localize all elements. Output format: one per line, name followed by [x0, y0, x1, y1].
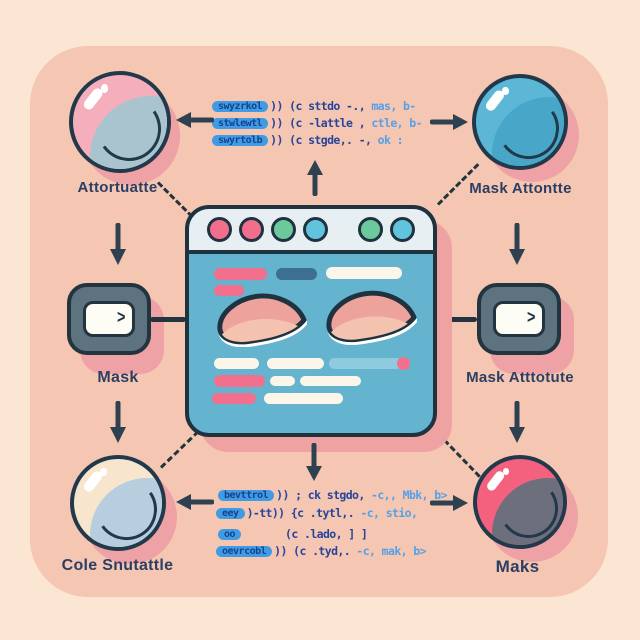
label-top-left: Attortuatte — [77, 179, 158, 196]
code-line: eey)-tt)) {c .tytl,. -c, stio, — [216, 506, 418, 520]
arrow-down-icon — [509, 223, 525, 265]
label-bottom-right: Maks — [495, 557, 540, 576]
arrow-right-icon — [430, 495, 468, 511]
content-bar — [214, 358, 259, 369]
label-mid-right: Mask Atttotute — [466, 369, 574, 386]
traffic-light-icon — [239, 217, 264, 242]
content-bar — [212, 393, 256, 404]
code-token: swyzrkol — [212, 100, 269, 112]
label-bottom-left: Cole Snutattle — [61, 557, 174, 574]
label-top-right: Mask Attontte — [469, 180, 572, 197]
mask-eye-left-icon — [217, 293, 307, 347]
code-text: -c,, Mbk, b> — [364, 488, 448, 502]
code-text: )) ; ck stgdo, — [276, 488, 365, 502]
mask-attribute-toggle-button: > — [477, 283, 561, 355]
sphere-shine-dot — [100, 467, 107, 476]
code-text: (c .lado, ] ] — [285, 527, 368, 541]
toggle-slot: > — [493, 301, 545, 337]
code-text: mas, b- — [365, 99, 416, 113]
code-line: oo (c .lado, ] ] — [218, 527, 368, 541]
arrow-up-icon — [307, 160, 323, 196]
code-line: stwlewtl)) (c -lattle , ctle, b- — [212, 116, 423, 130]
chevron-right-icon: > — [527, 307, 536, 327]
arrow-down-icon — [110, 401, 126, 443]
sphere-shine-dot — [502, 86, 509, 95]
content-bar — [214, 375, 265, 387]
sphere-shine-dot — [502, 467, 509, 476]
arrow-down-icon — [509, 401, 525, 443]
mask-eye-right-icon — [326, 290, 417, 345]
arrow-right-icon — [430, 114, 468, 130]
code-line: bevttrol)) ; ck stgdo, -c,, Mbk, b> — [218, 488, 448, 502]
content-bar — [329, 358, 402, 369]
code-text: )) (c -lattle , — [270, 116, 366, 130]
maks-sphere-icon — [473, 455, 567, 549]
traffic-light-icon — [358, 217, 383, 242]
code-line: swyzrkol)) (c sttdo -., mas, b- — [212, 99, 416, 113]
code-text: ok : — [371, 133, 404, 147]
content-bar — [214, 268, 267, 280]
content-bar — [276, 268, 317, 280]
content-bar — [326, 267, 402, 279]
cole-sphere-icon — [70, 455, 166, 551]
code-token: oevrcobl — [216, 545, 273, 557]
code-token: bevttrol — [218, 489, 275, 501]
code-text: )-tt)) {c .tytl,. — [246, 506, 355, 520]
sphere-shine-dot — [101, 84, 108, 93]
code-text: )) (c .tyd,. — [274, 544, 351, 558]
code-text: )) (c sttdo -., — [270, 99, 366, 113]
toggle-slot: > — [83, 301, 135, 337]
browser-window — [185, 205, 437, 437]
code-line: oevrcobl)) (c .tyd,. -c, mak, b> — [216, 544, 427, 558]
content-bar — [300, 376, 361, 386]
arrow-left-icon — [176, 112, 214, 128]
code-token: stwlewtl — [212, 117, 269, 129]
code-token: oo — [218, 528, 242, 540]
content-bar — [214, 285, 244, 296]
code-text: ctle, b- — [365, 116, 422, 130]
code-text: )) (c stgde,. -, — [270, 133, 372, 147]
traffic-light-icon — [271, 217, 296, 242]
mask-attribute-sphere-icon — [472, 74, 568, 170]
window-titlebar — [189, 209, 433, 254]
attribute-sphere-icon — [69, 71, 171, 173]
content-bar — [267, 358, 324, 369]
content-bar — [270, 376, 295, 386]
content-dot — [397, 357, 410, 370]
code-token: swyrtolb — [212, 134, 269, 146]
traffic-light-icon — [207, 217, 232, 242]
label-mid-left: Mask — [97, 369, 139, 386]
code-text: -c, stio, — [354, 506, 418, 520]
connector-line — [441, 317, 477, 322]
code-text: -c, mak, b> — [350, 544, 426, 558]
content-bar — [264, 393, 343, 404]
arrow-down-icon — [110, 223, 126, 265]
traffic-light-icon — [303, 217, 328, 242]
code-token: eey — [216, 507, 245, 519]
mask-toggle-button: > — [67, 283, 151, 355]
arrow-left-icon — [176, 494, 214, 510]
code-line: swyrtolb)) (c stgde,. -, ok : — [212, 133, 404, 147]
traffic-light-icon — [390, 217, 415, 242]
chevron-right-icon: > — [117, 307, 126, 327]
connector-line — [150, 317, 186, 322]
arrow-down-icon — [306, 443, 322, 481]
